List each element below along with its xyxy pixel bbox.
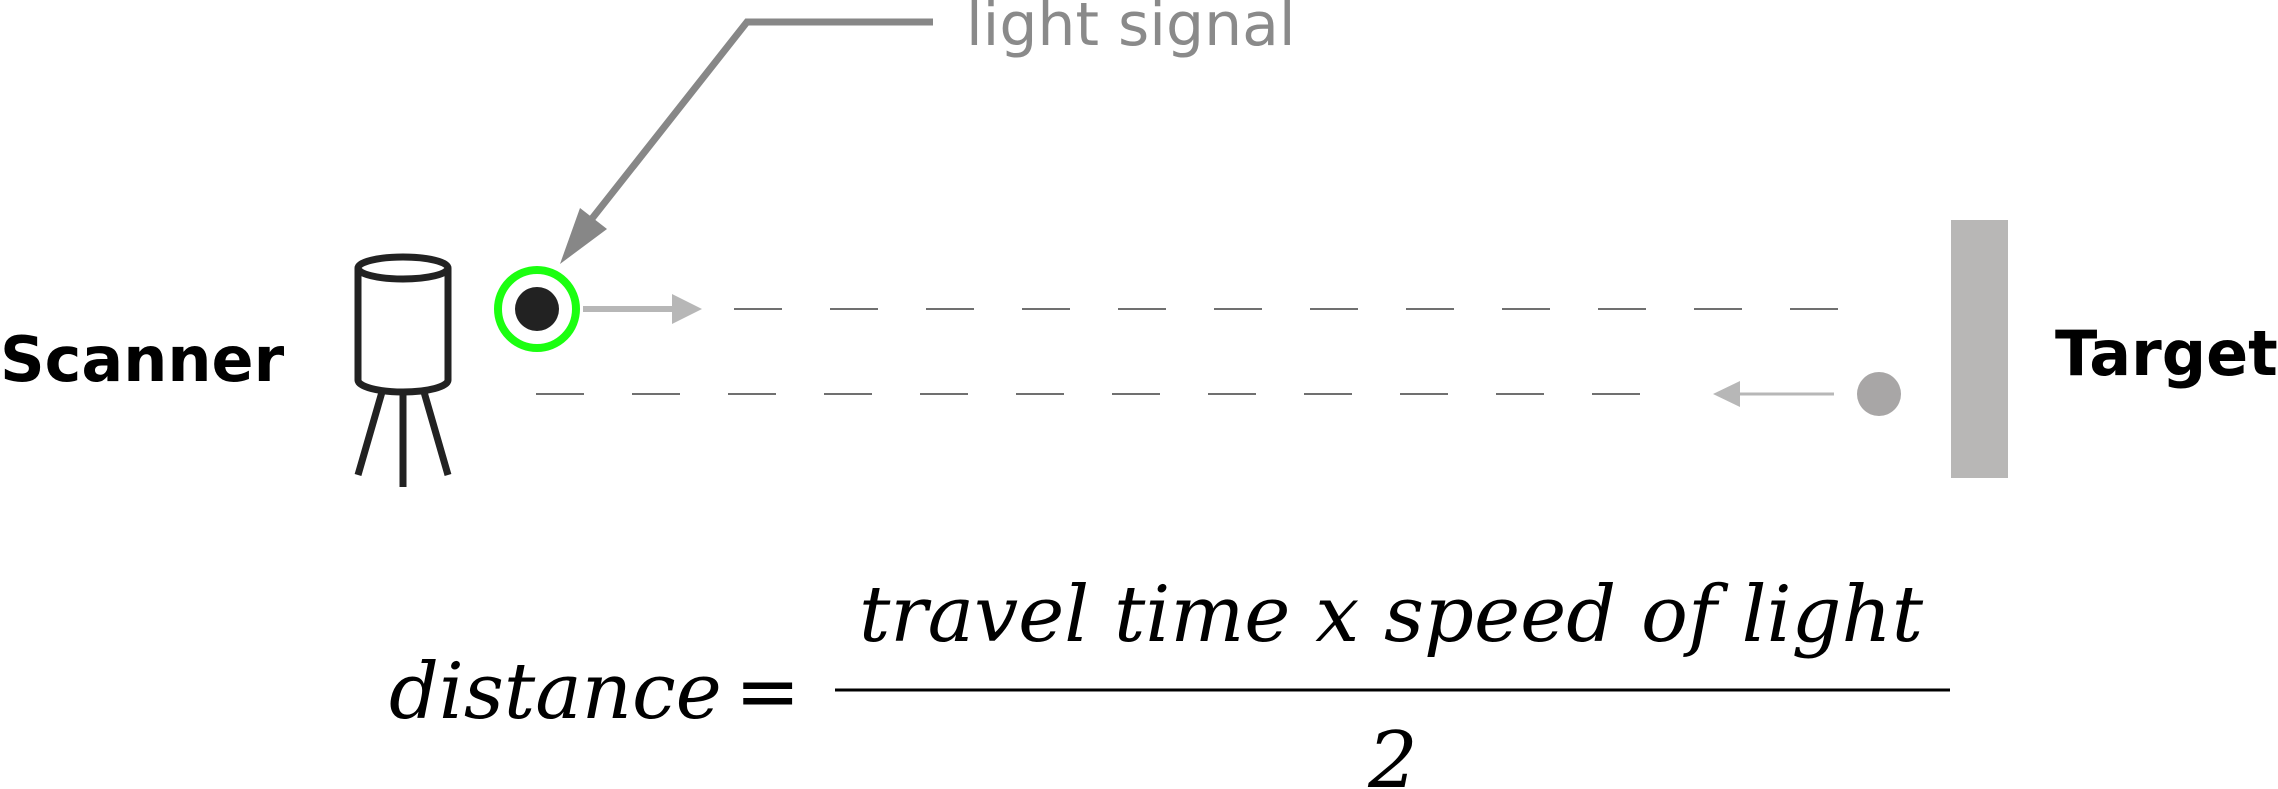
formula-denominator: 2 — [1367, 716, 1418, 789]
target-label: Target — [2055, 317, 2278, 390]
callout-arrowhead-icon — [560, 208, 607, 264]
outgoing-arrow-icon — [583, 294, 702, 324]
formula-lhs: distance — [389, 647, 722, 737]
callout-leader-line — [580, 18, 933, 233]
light-signal-callout — [560, 18, 933, 264]
light-signal-label: light signal — [966, 0, 1296, 60]
formula-numerator: travel time x speed of light — [859, 570, 1924, 660]
scanner-label: Scanner — [0, 323, 285, 396]
formula-equals: = — [735, 647, 800, 737]
target-block — [1951, 220, 2008, 478]
distance-formula: distance = travel time x speed of light … — [389, 570, 1950, 789]
outgoing-light-pulse-icon — [494, 266, 580, 352]
return-arrow-icon — [1713, 381, 1834, 407]
scanner-icon — [354, 253, 452, 487]
returning-light-pulse-icon — [1857, 372, 1901, 416]
